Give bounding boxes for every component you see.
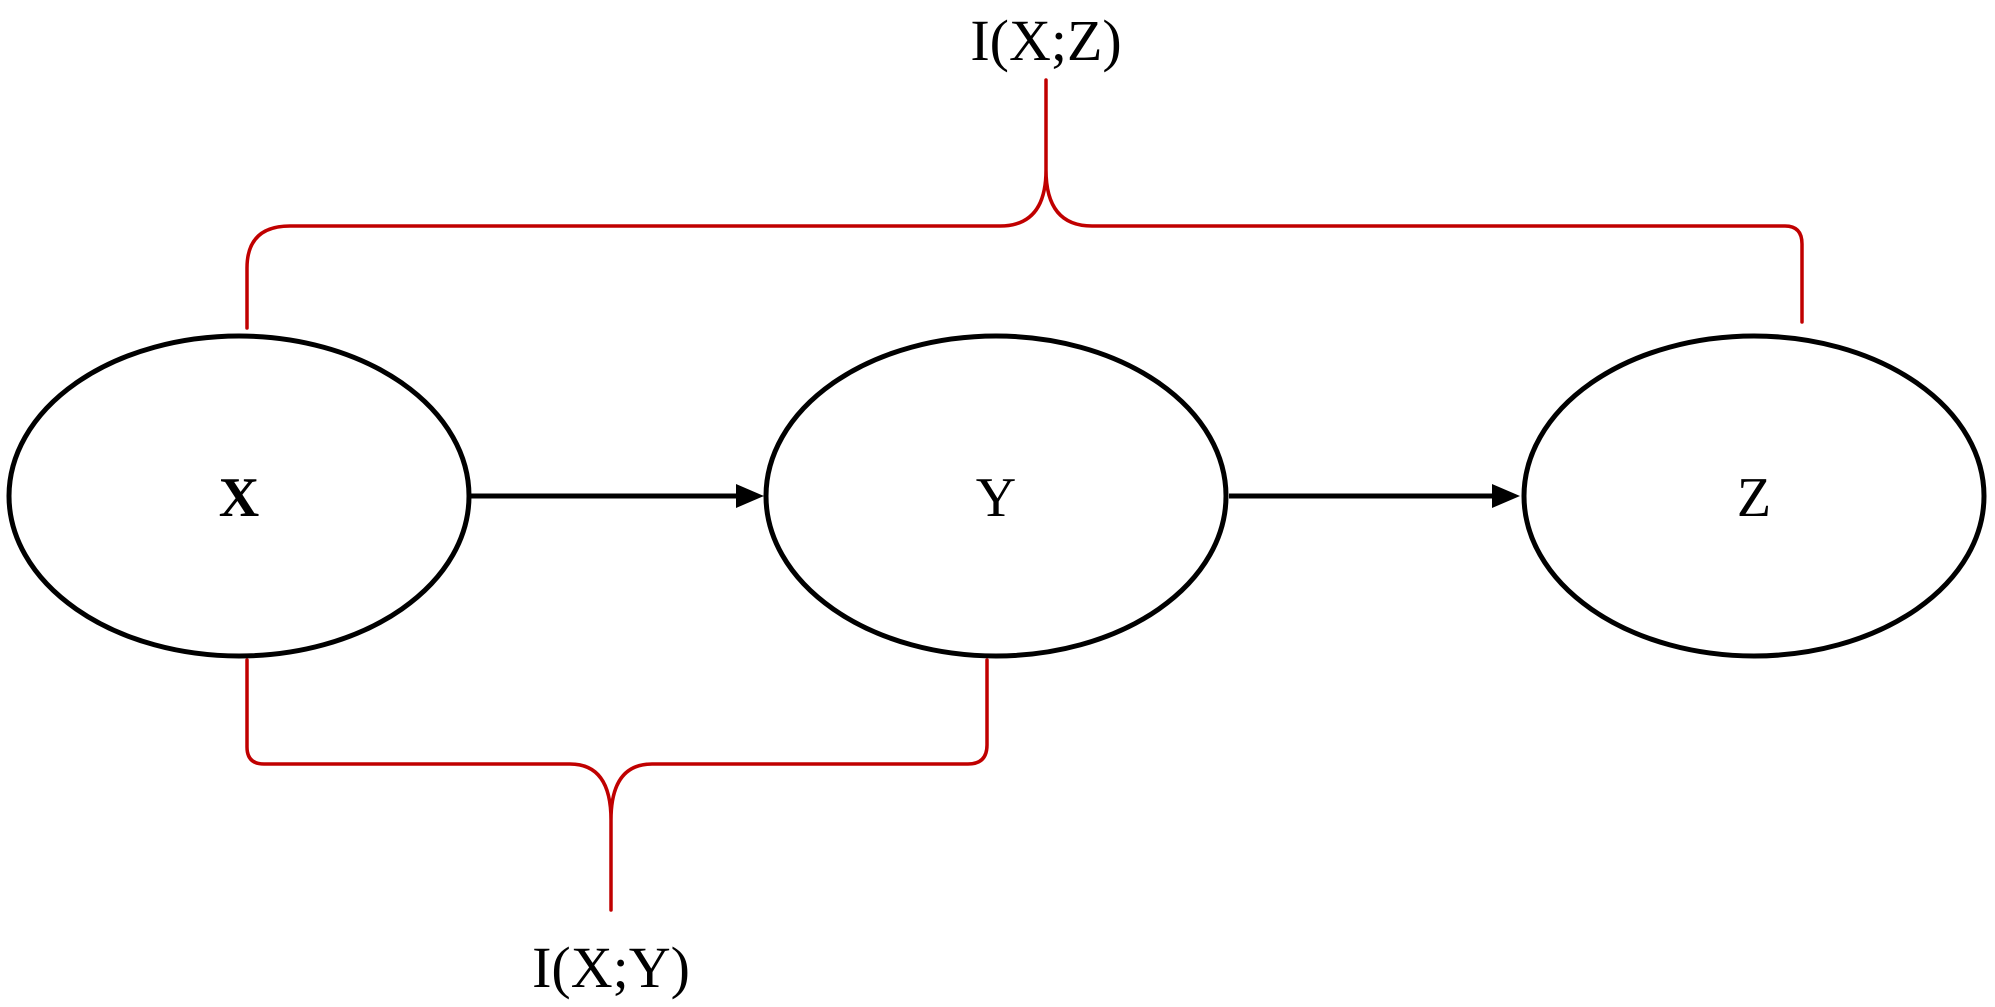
node-z-ellipse	[1521, 333, 1987, 659]
brace-xz	[245, 78, 1804, 330]
mutual-information-xz-label: I(X;Z)	[970, 8, 1121, 73]
brace-xy	[245, 658, 989, 912]
node-x: X	[6, 333, 472, 659]
node-z-label: Z	[1737, 467, 1771, 529]
node-y: Y	[763, 333, 1229, 659]
arrowhead-y-to-z	[1492, 484, 1520, 508]
node-z: Z	[1521, 333, 1987, 659]
node-y-ellipse	[763, 333, 1229, 659]
arrowhead-x-to-y	[736, 484, 764, 508]
node-x-label: X	[219, 467, 259, 529]
mutual-information-xy-label: I(X;Y)	[532, 935, 690, 1000]
node-x-ellipse	[6, 333, 472, 659]
node-y-label: Y	[976, 467, 1016, 529]
